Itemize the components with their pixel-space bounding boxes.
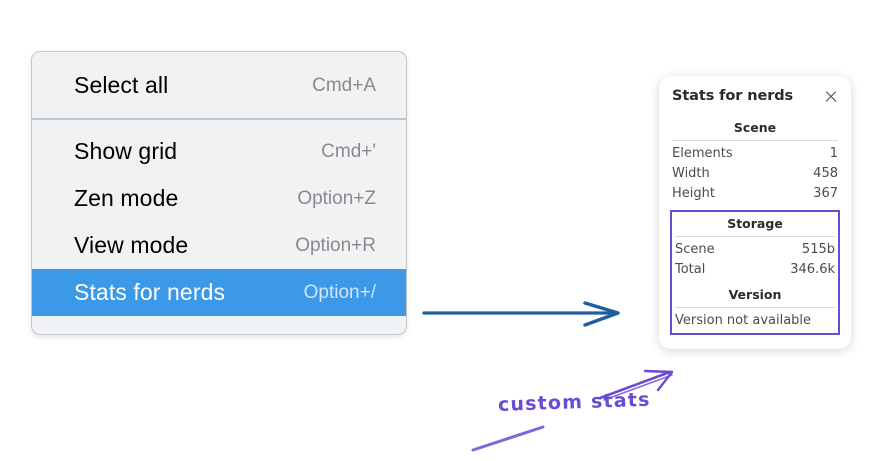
stat-key: Height: [672, 185, 715, 201]
menu-item-shortcut: Option+R: [295, 234, 376, 256]
storage-section-heading: Storage: [727, 216, 783, 231]
close-icon[interactable]: [823, 89, 838, 104]
menu-item-shortcut: Option+/: [303, 281, 376, 303]
menu-bottom-padding: [32, 316, 406, 334]
menu-item-view-mode[interactable]: View mode Option+R: [32, 222, 406, 269]
stat-row-elements: Elements 1: [672, 143, 838, 163]
stat-key: Scene: [675, 241, 715, 257]
version-section-heading: Version: [728, 287, 782, 302]
menu-item-label: View mode: [74, 232, 189, 258]
menu-top-padding: [32, 52, 406, 62]
annotation-underline-purple: [471, 425, 545, 452]
menu-item-label: Select all: [74, 72, 169, 98]
menu-item-label: Stats for nerds: [74, 279, 226, 305]
stats-panel-header: Stats for nerds: [672, 88, 838, 104]
annotation-note-custom-stats: custom stats: [497, 388, 651, 416]
menu-item-shortcut: Option+Z: [297, 187, 376, 209]
panel-title: Stats for nerds: [672, 88, 794, 104]
stat-row-width: Width 458: [672, 163, 838, 183]
stat-value: 1: [829, 145, 838, 161]
stat-key: Width: [672, 165, 710, 181]
context-menu[interactable]: Select all Cmd+A Show grid Cmd+' Zen mod…: [31, 51, 407, 335]
stat-row-height: Height 367: [672, 183, 838, 203]
divider: [675, 236, 835, 237]
menu-item-zen-mode[interactable]: Zen mode Option+Z: [32, 175, 406, 222]
divider: [675, 307, 835, 308]
menu-item-show-grid[interactable]: Show grid Cmd+': [32, 128, 406, 175]
version-note: Version not available: [675, 313, 812, 328]
stats-for-nerds-panel: Stats for nerds Scene Elements 1 Width 4…: [659, 76, 851, 349]
stat-key: Total: [675, 261, 706, 277]
custom-stats-highlight-box: Storage Scene 515b Total 346.6k Version …: [670, 210, 840, 335]
menu-item-label: Zen mode: [74, 185, 179, 211]
menu-separator: [32, 118, 406, 120]
menu-item-label: Show grid: [74, 138, 178, 164]
stat-row-storage-scene: Scene 515b: [675, 239, 835, 259]
scene-section-heading: Scene: [733, 120, 777, 135]
stat-value: 515b: [801, 241, 835, 257]
stat-value: 346.6k: [790, 261, 835, 277]
divider: [672, 140, 838, 141]
menu-item-shortcut: Cmd+': [321, 140, 376, 162]
menu-item-stats-for-nerds[interactable]: Stats for nerds Option+/: [32, 269, 406, 316]
flow-arrow-blue: [422, 301, 620, 327]
stat-value: 367: [813, 185, 838, 201]
stat-row-storage-total: Total 346.6k: [675, 259, 835, 279]
stat-key: Elements: [672, 145, 733, 161]
menu-item-select-all[interactable]: Select all Cmd+A: [32, 62, 406, 109]
stat-value: 458: [813, 165, 838, 181]
menu-item-shortcut: Cmd+A: [312, 74, 376, 96]
